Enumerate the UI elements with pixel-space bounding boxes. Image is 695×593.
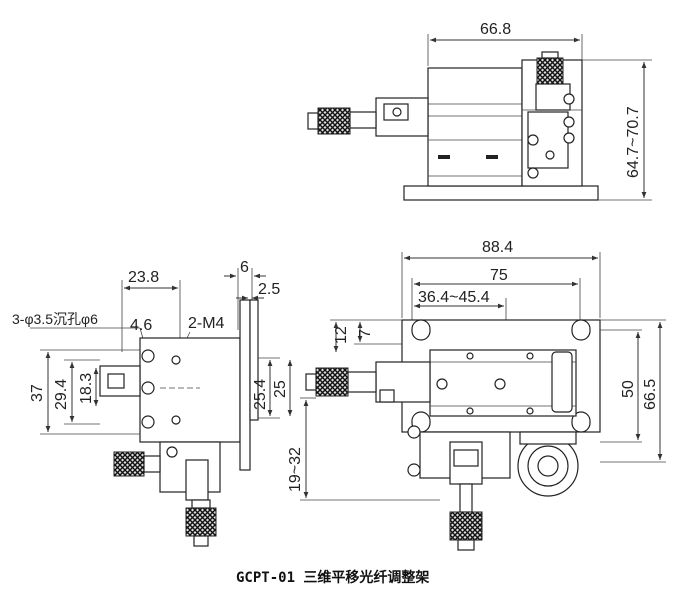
dim-25: 25 (272, 380, 289, 398)
dim-88-4: 88.4 (482, 239, 513, 256)
dim-25-4: 25.4 (252, 379, 269, 410)
dim-6: 6 (240, 259, 249, 276)
dim-2-5: 2.5 (258, 281, 280, 298)
top-view: 66.8 64.7~70.7 (307, 21, 652, 201)
dim-23-8: 23.8 (128, 269, 159, 286)
side-view: 23.8 6 2.5 3-φ3.5沉孔φ6 4.6 2-M4 (12, 259, 293, 547)
mounting-slot-icon (411, 319, 431, 341)
dim-37: 37 (29, 384, 46, 402)
front-view: 88.4 75 36.4~45.4 12 7 (287, 239, 666, 551)
caption: GCPT-01 三维平移光纤调整架 (236, 569, 429, 586)
dim-19-32: 19~32 (287, 447, 304, 492)
fiber-chuck-icon (551, 351, 573, 413)
dim-7: 7 (357, 329, 374, 338)
micrometer-knob-icon[interactable] (113, 451, 145, 477)
micrometer-knob-icon[interactable] (449, 511, 483, 541)
hole-note: 3-φ3.5沉孔φ6 (12, 311, 98, 327)
dim-75: 75 (490, 267, 508, 284)
micrometer-knob-icon[interactable] (536, 57, 564, 85)
dim-66-5: 66.5 (642, 379, 659, 410)
micrometer-knob-icon[interactable] (317, 107, 351, 135)
micrometer-knob-icon[interactable] (185, 507, 217, 537)
dim-36-4-45-4: 36.4~45.4 (418, 289, 490, 306)
dim-12: 12 (333, 326, 350, 344)
micrometer-knob-icon[interactable] (315, 367, 349, 397)
dim-50: 50 (620, 380, 637, 398)
dim-18-3: 18.3 (78, 373, 95, 404)
thread-note: 2-M4 (188, 315, 225, 332)
dim-4-6: 4.6 (130, 317, 152, 334)
dim-64-7-70-7: 64.7~70.7 (625, 106, 642, 178)
hole-icon (141, 349, 155, 363)
dim-66-8: 66.8 (480, 21, 511, 38)
dim-29-4: 29.4 (53, 379, 70, 410)
